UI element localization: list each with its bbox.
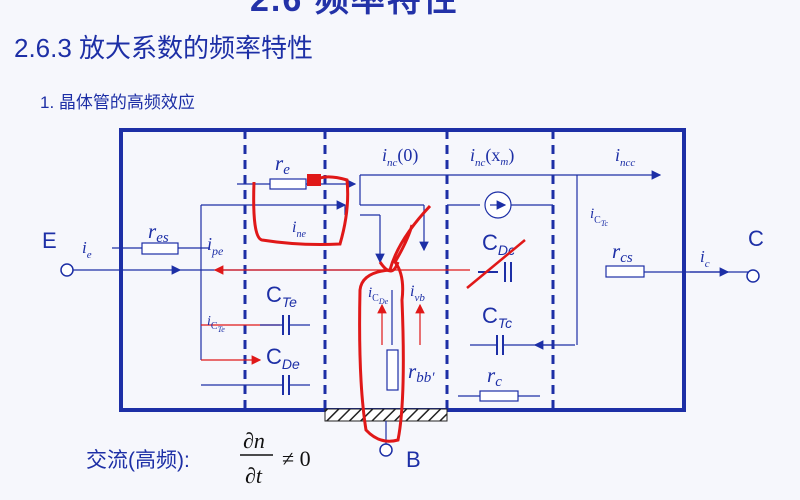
terminal-e-label: E <box>42 228 57 253</box>
svg-text:CDc: CDc <box>482 230 515 258</box>
svg-text:CTe: CTe <box>266 282 297 310</box>
svg-text:rbb′: rbb′ <box>408 359 435 386</box>
terminal-b-label: B <box>406 447 421 472</box>
annotation-re-loop <box>252 175 350 246</box>
section-heading: 2.6.3 放大系数的频率特性 <box>14 33 314 63</box>
svg-text:CTc: CTc <box>482 303 512 331</box>
terminal-c <box>746 269 760 283</box>
annotation-base-path <box>358 204 432 443</box>
terminal-b <box>379 443 393 457</box>
formula-label: 交流(高频): <box>86 449 190 472</box>
svg-text:inc(0): inc(0) <box>382 145 418 169</box>
svg-text:iCDe: iCDe <box>368 285 389 306</box>
svg-text:≠ 0: ≠ 0 <box>282 446 311 471</box>
svg-text:CDe: CDe <box>266 344 300 372</box>
svg-text:∂n: ∂n <box>243 428 265 453</box>
svg-text:iCTe: iCTe <box>207 314 225 334</box>
terminal-c-label: C <box>748 226 764 251</box>
annotation-mark <box>307 174 321 186</box>
resistor-rc <box>479 390 519 402</box>
base-contact <box>324 408 448 422</box>
svg-text:rcs: rcs <box>612 239 633 266</box>
svg-text:inc(xm): inc(xm) <box>470 145 514 169</box>
svg-text:ic: ic <box>700 247 710 270</box>
svg-text:ivb: ivb <box>410 283 425 304</box>
svg-text:ine: ine <box>292 219 306 240</box>
terminal-e <box>60 263 74 277</box>
svg-text:ie: ie <box>82 238 92 261</box>
svg-text:res: res <box>148 219 169 246</box>
resistor-rbb <box>386 349 399 391</box>
resistor-rcs <box>605 265 645 278</box>
svg-text:re: re <box>275 151 290 178</box>
top-heading-partial: 2.6 频率特性 <box>250 0 459 19</box>
resistor-re <box>269 178 307 190</box>
strike-through-cdc <box>466 239 526 289</box>
svg-text:rc: rc <box>487 363 502 390</box>
svg-text:∂t: ∂t <box>245 463 263 488</box>
svg-text:ipe: ipe <box>207 234 224 258</box>
svg-text:incc: incc <box>615 145 635 169</box>
svg-text:iCTc: iCTc <box>590 206 609 228</box>
subheading: 1. 晶体管的高频效应 <box>40 93 195 112</box>
